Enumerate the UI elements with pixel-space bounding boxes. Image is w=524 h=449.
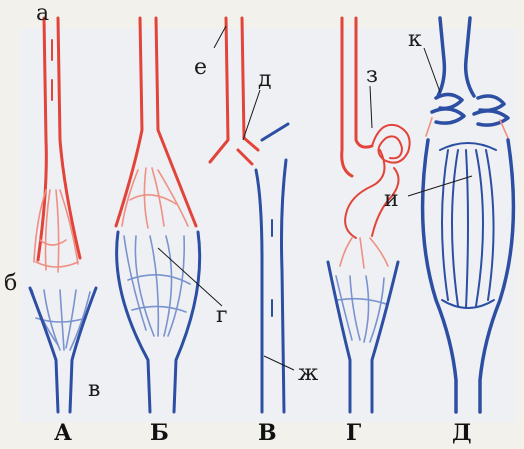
label-g: г [216, 303, 228, 328]
label-i: и [384, 187, 399, 212]
panel-label-c: В [258, 420, 277, 446]
label-a: а [36, 1, 49, 26]
label-e: е [194, 55, 207, 80]
label-d: д [258, 67, 272, 92]
panel-label-a: А [54, 420, 72, 446]
label-k: к [408, 27, 422, 52]
label-b: б [4, 271, 17, 296]
panel-label-b: Б [150, 420, 169, 446]
label-z: з [366, 63, 378, 88]
panel-label-d: Г [346, 420, 361, 446]
panel-label-e: Д [452, 420, 472, 446]
label-zh: ж [298, 361, 318, 386]
label-v: в [88, 377, 100, 402]
